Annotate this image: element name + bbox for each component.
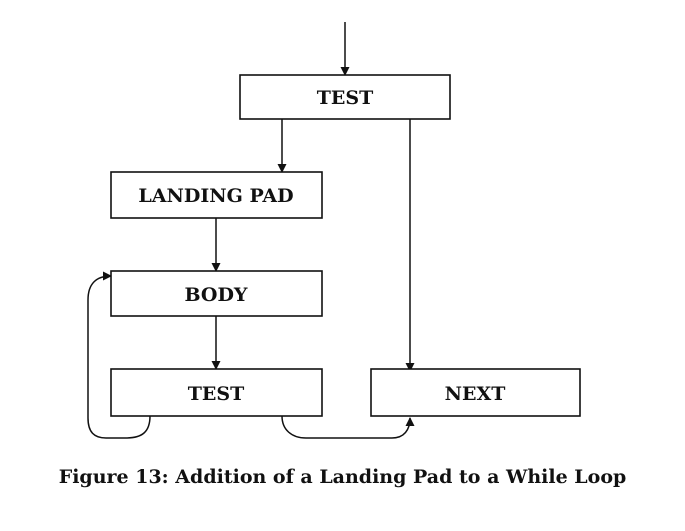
node-test-top: TEST <box>239 74 451 120</box>
edge-test-bottom-to-next <box>281 415 415 439</box>
edge-test-bottom-loop-to-body <box>87 271 151 439</box>
node-body-label: BODY <box>184 284 247 306</box>
node-next: NEXT <box>370 368 581 417</box>
node-test-top-label: TEST <box>317 87 373 109</box>
figure-caption: Figure 13: Addition of a Landing Pad to … <box>58 466 627 488</box>
node-test-bottom-label: TEST <box>188 383 244 405</box>
node-body: BODY <box>110 270 323 317</box>
node-landing-pad-label: LANDING PAD <box>138 185 293 207</box>
node-landing-pad: LANDING PAD <box>110 171 323 219</box>
node-test-bottom: TEST <box>110 368 323 417</box>
node-next-label: NEXT <box>445 383 506 405</box>
